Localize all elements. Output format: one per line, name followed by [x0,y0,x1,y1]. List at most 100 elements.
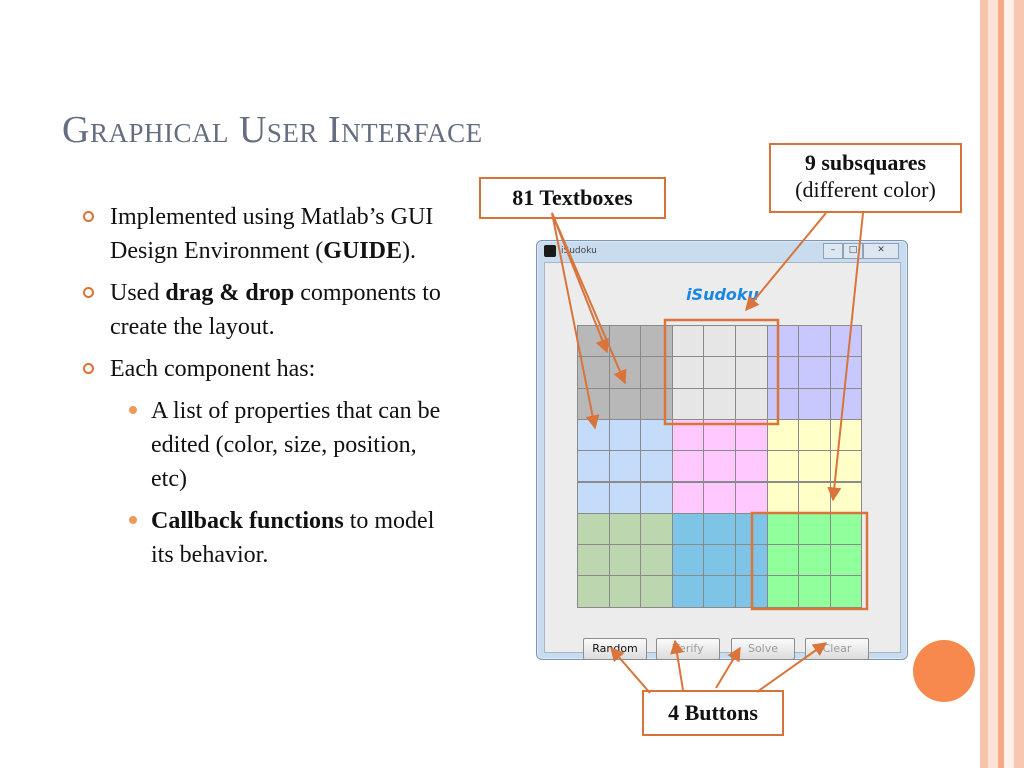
sudoku-cell[interactable] [577,544,610,577]
sudoku-cell[interactable] [703,544,736,577]
maximize-button[interactable]: □ [843,243,863,259]
minimize-button[interactable]: – [823,243,843,259]
sudoku-cell[interactable] [735,387,768,420]
sudoku-cell[interactable] [640,387,673,420]
sudoku-cell[interactable] [766,450,800,483]
callout-text: 4 Buttons [668,700,758,725]
sudoku-cell[interactable] [671,575,705,608]
sudoku-cell[interactable] [640,325,673,358]
sudoku-cell[interactable] [577,575,610,608]
sudoku-cell[interactable] [829,418,863,452]
callout-81-textboxes: 81 Textboxes [479,177,666,219]
sudoku-cell[interactable] [671,481,705,514]
solve-button[interactable]: Solve [731,638,795,660]
sudoku-cell[interactable] [829,387,863,420]
sudoku-cell[interactable] [798,481,831,514]
sudoku-cell[interactable] [829,450,863,483]
sudoku-cell[interactable] [735,575,768,608]
clear-button[interactable]: Clear [805,638,869,660]
sudoku-cell[interactable] [829,356,863,389]
sudoku-cell[interactable] [735,450,768,483]
sudoku-cell[interactable] [798,387,831,420]
sudoku-cell[interactable] [671,356,705,389]
window-title: iSudoku [561,246,597,256]
sudoku-cell[interactable] [766,481,800,514]
sudoku-cell[interactable] [703,450,736,483]
sudoku-cell[interactable] [671,544,705,577]
sudoku-cell[interactable] [766,325,800,358]
sudoku-cell[interactable] [608,544,642,577]
sudoku-cell[interactable] [703,356,736,389]
sudoku-cell[interactable] [766,544,800,577]
sudoku-cell[interactable] [735,512,768,546]
sudoku-cell[interactable] [766,418,800,452]
bullet-bold-text: Callback functions [151,508,344,534]
sudoku-cell[interactable] [798,418,831,452]
close-button[interactable]: ✕ [863,243,899,259]
sudoku-cell[interactable] [671,418,705,452]
sudoku-cell[interactable] [798,356,831,389]
sudoku-cell[interactable] [798,575,831,608]
sudoku-cell[interactable] [766,387,800,420]
sudoku-cell[interactable] [577,481,610,514]
sudoku-cell[interactable] [829,325,863,358]
sub-bullet-item: Callback functions to model its behavior… [120,504,452,572]
sudoku-cell[interactable] [577,356,610,389]
sudoku-cell[interactable] [829,512,863,546]
app-heading: iSudoku [686,285,759,304]
sudoku-cell[interactable] [671,325,705,358]
bullet-item: Each component has: [82,352,452,386]
sudoku-cell[interactable] [703,512,736,546]
sudoku-cell[interactable] [577,450,610,483]
sudoku-cell[interactable] [829,575,863,608]
sudoku-cell[interactable] [703,325,736,358]
sudoku-cell[interactable] [735,481,768,514]
sudoku-cell[interactable] [671,512,705,546]
sudoku-cell[interactable] [577,418,610,452]
sudoku-cell[interactable] [577,512,610,546]
sudoku-cell[interactable] [703,387,736,420]
sudoku-cell[interactable] [640,512,673,546]
sudoku-cell[interactable] [608,356,642,389]
sudoku-cell[interactable] [577,325,610,358]
sudoku-cell[interactable] [640,418,673,452]
sudoku-cell[interactable] [766,575,800,608]
sudoku-cell[interactable] [577,387,610,420]
sudoku-cell[interactable] [798,450,831,483]
verify-button[interactable]: Verify [656,638,720,660]
sudoku-cell[interactable] [703,575,736,608]
sudoku-cell[interactable] [608,418,642,452]
stripe [1004,0,1014,768]
sudoku-cell[interactable] [640,544,673,577]
sudoku-cell[interactable] [608,481,642,514]
sudoku-cell[interactable] [829,544,863,577]
bullet-text: to model its behavior. [151,508,435,568]
bullet-text: A list of properties that can be edited … [151,398,441,492]
sudoku-cell[interactable] [829,481,863,514]
random-button[interactable]: Random [583,638,647,660]
sudoku-cell[interactable] [608,575,642,608]
sudoku-cell[interactable] [671,450,705,483]
sudoku-cell[interactable] [798,512,831,546]
sudoku-cell[interactable] [735,418,768,452]
sudoku-cell[interactable] [640,481,673,514]
sudoku-cell[interactable] [703,418,736,452]
sudoku-cell[interactable] [735,356,768,389]
sudoku-cell[interactable] [766,512,800,546]
sudoku-cell[interactable] [640,356,673,389]
sudoku-cell[interactable] [798,325,831,358]
callout-text: 9 subsquares [804,150,927,175]
sudoku-cell[interactable] [640,575,673,608]
bullet-item: Implemented using Matlab’s GUI Design En… [82,200,452,268]
sudoku-cell[interactable] [735,544,768,577]
sudoku-cell[interactable] [608,387,642,420]
sudoku-cell[interactable] [608,450,642,483]
sudoku-cell[interactable] [671,387,705,420]
sudoku-cell[interactable] [703,481,736,514]
sudoku-cell[interactable] [798,544,831,577]
sudoku-cell[interactable] [766,356,800,389]
sudoku-cell[interactable] [735,325,768,358]
sudoku-cell[interactable] [640,450,673,483]
sudoku-cell[interactable] [608,512,642,546]
sudoku-cell[interactable] [608,325,642,358]
